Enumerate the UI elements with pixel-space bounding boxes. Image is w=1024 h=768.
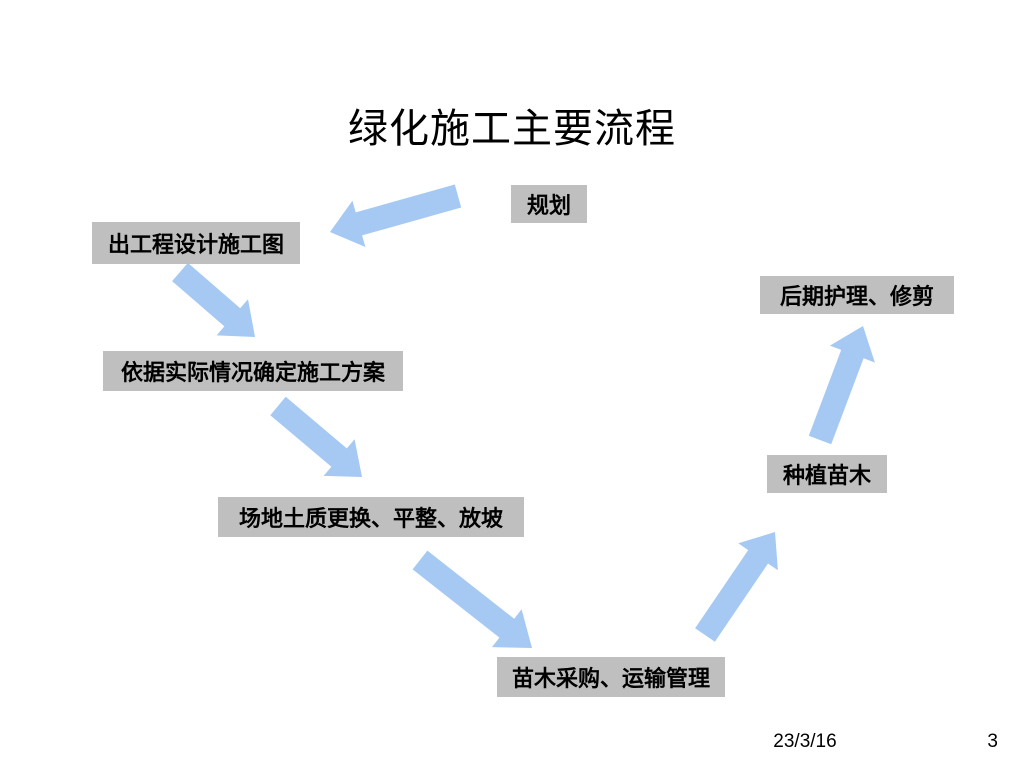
slide-title: 绿化施工主要流程 xyxy=(348,107,676,151)
footer-page-number: 3 xyxy=(987,731,998,752)
step-maintenance: 后期护理、修剪 xyxy=(760,276,954,314)
arrow-procurement-to-planting-icon xyxy=(695,532,778,642)
step-planting: 种植苗木 xyxy=(767,455,887,493)
arrow-planting-to-maintenance-icon xyxy=(808,326,875,445)
arrow-plan-to-site-icon xyxy=(270,396,362,477)
footer-date: 23/3/16 xyxy=(773,731,837,752)
step-procurement: 苗木采购、运输管理 xyxy=(497,657,725,697)
step-construction-plan: 依据实际情况确定施工方案 xyxy=(103,351,403,391)
arrow-design-to-plan-icon xyxy=(172,262,255,337)
arrow-planning-to-design-icon xyxy=(330,184,462,247)
step-site-preparation: 场地土质更换、平整、放坡 xyxy=(218,497,524,537)
step-planning: 规划 xyxy=(511,185,587,223)
step-design-drawing: 出工程设计施工图 xyxy=(92,222,300,264)
arrow-site-to-procurement-icon xyxy=(412,550,532,648)
